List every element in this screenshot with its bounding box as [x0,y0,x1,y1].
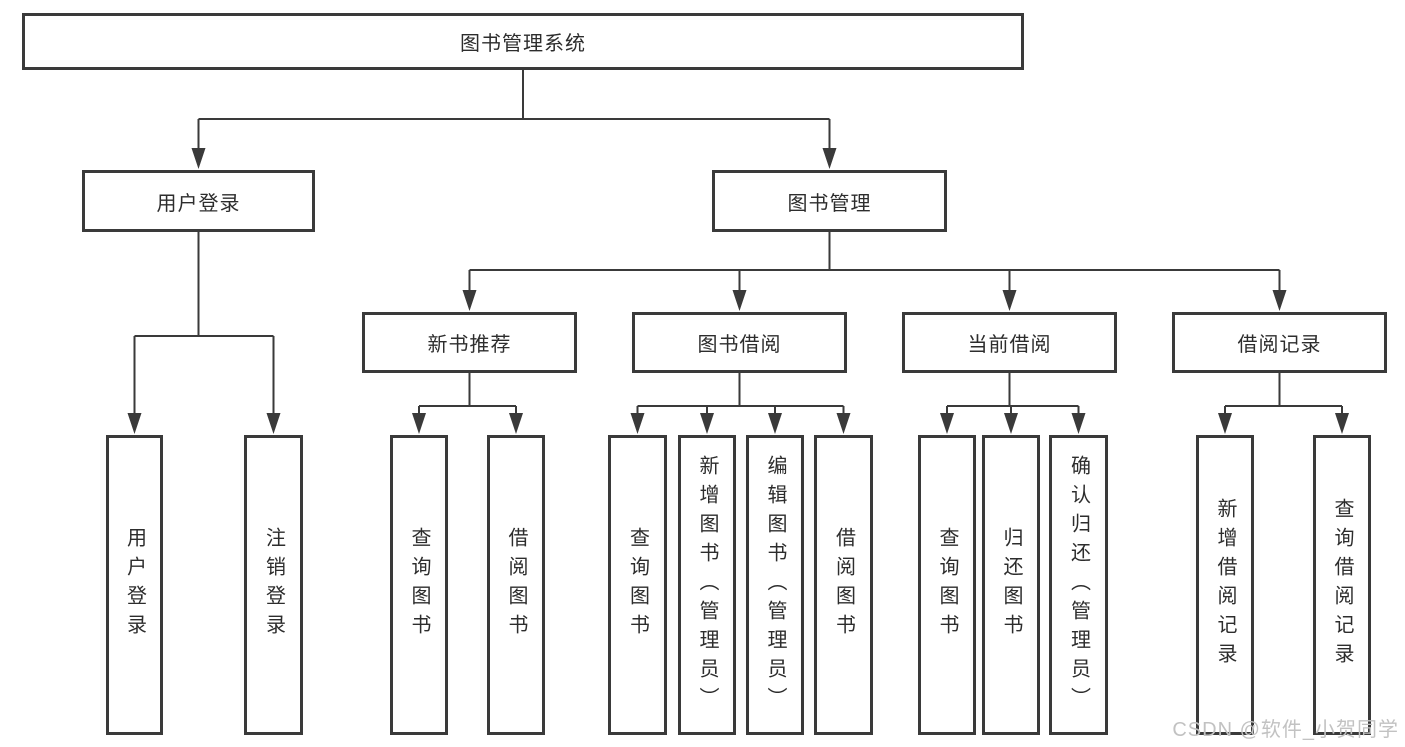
leaf-label: 注销登录 [262,527,285,643]
arrowheads [127,148,1349,434]
leaf-return-books: 归还图书 [982,435,1040,735]
node-label: 图书管理 [787,192,872,215]
leaf-label: 用户登录 [123,527,146,643]
leaf-label: 新增图书（管理员） [696,454,718,716]
node-label: 用户登录 [156,192,241,215]
leaf-label: 编辑图书（管理员） [764,454,786,716]
leaf-label: 借阅图书 [505,527,527,643]
leaf-label: 查询借阅记录 [1331,498,1353,672]
leaf-label: 借阅图书 [832,527,855,643]
leaf-borrow-books: 借阅图书 [814,435,873,735]
node-label: 借阅记录 [1237,334,1322,356]
leaf-query-borrow-record: 查询借阅记录 [1313,435,1371,735]
leaf-add-borrow-record: 新增借阅记录 [1196,435,1254,735]
leaf-label: 归还图书 [1000,527,1022,643]
leaf-logout: 注销登录 [244,435,303,735]
csdn-watermark: CSDN @软件_小贺同学 [1172,719,1399,741]
node-label: 图书借阅 [697,334,782,356]
leaf-label: 新增借阅记录 [1214,498,1236,672]
leaf-edit-books-admin: 编辑图书（管理员） [746,435,804,735]
node-label: 图书管理系统 [460,33,586,55]
leaf-label: 查询图书 [408,527,430,643]
node-book-management: 图书管理 [712,170,947,232]
node-label: 当前借阅 [967,334,1052,356]
leaf-add-books-admin: 新增图书（管理员） [678,435,736,735]
leaf-label: 确认归还（管理员） [1067,454,1090,716]
leaf-query-books: 查询图书 [918,435,976,735]
leaf-borrow-books: 借阅图书 [487,435,545,735]
node-label: 新书推荐 [427,334,512,356]
leaf-query-books: 查询图书 [608,435,667,735]
node-user-login: 用户登录 [82,170,315,232]
node-book-borrowing: 图书借阅 [632,312,847,373]
leaf-user-login: 用户登录 [106,435,163,735]
leaf-confirm-return-admin: 确认归还（管理员） [1049,435,1108,735]
leaf-label: 查询图书 [626,527,649,643]
leaf-label: 查询图书 [936,527,958,643]
node-library-system: 图书管理系统 [22,13,1024,70]
node-borrowing-records: 借阅记录 [1172,312,1387,373]
node-new-book-recommendation: 新书推荐 [362,312,577,373]
node-current-borrowing: 当前借阅 [902,312,1117,373]
leaf-query-books: 查询图书 [390,435,448,735]
